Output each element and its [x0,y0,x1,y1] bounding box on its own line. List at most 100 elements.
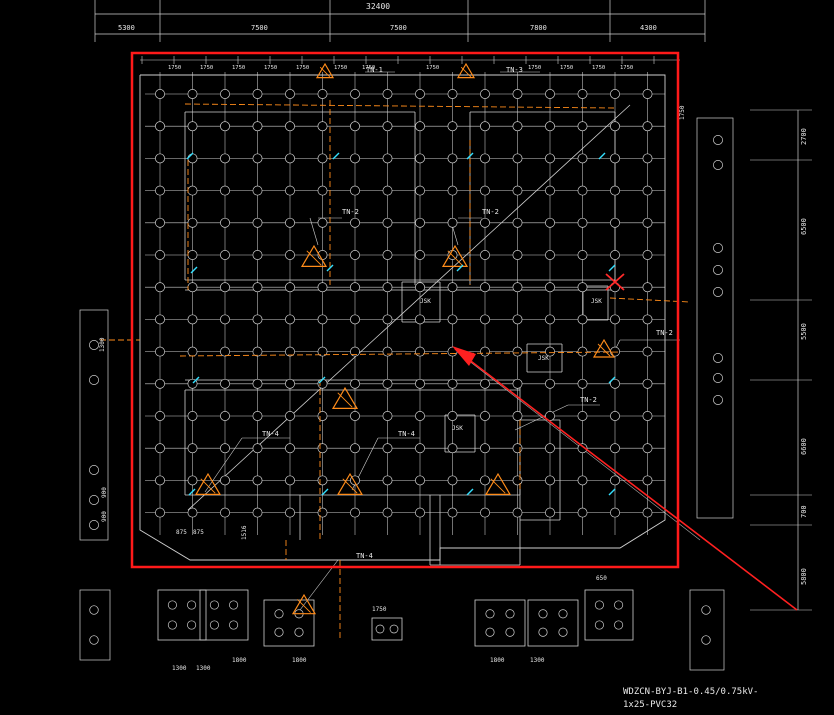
pile-circle [155,346,165,357]
pile-circle [89,495,99,505]
pile-cap [371,617,403,641]
equipment-box-label: JSK [591,298,602,305]
tn-marker-icon [456,62,476,79]
pile-circle [382,443,393,454]
right-span-dimension: 700 [800,505,808,518]
pile-circle [577,217,588,228]
pile-spacing-label: 1750 [592,65,605,71]
pile-circle [187,314,198,325]
tn-marker-icon [447,250,463,266]
pile-circle [642,507,653,518]
pile-circle [577,121,588,132]
pile-circle [350,378,360,389]
pile-circle [285,314,295,325]
pile-circle [642,443,653,454]
pile-circle [701,605,711,615]
bottom-dimension-label: 1750 [372,606,387,613]
top-total-dimension: 32400 [366,2,390,11]
pile-circle [382,314,393,325]
pile-circle [350,282,360,293]
pile-circle [713,395,723,405]
pile-circle [642,121,653,132]
pile-circle [187,411,198,421]
cyan-tick [318,376,326,384]
pile-spacing-label: 1750 [200,65,213,71]
callout-tn-2: TN-2 [342,208,359,216]
pile-circle [545,443,555,454]
pile-circle [610,378,620,389]
pile-cap [527,599,579,647]
pile-circle [285,411,295,421]
pile-circle [447,282,458,293]
pile-circle [415,217,425,228]
pile-circle [512,185,523,196]
pile-circle [713,135,723,145]
pile-circle [274,627,284,637]
pile-circle [577,314,588,325]
pile-circle [512,411,523,421]
callout-leader [309,217,319,246]
pile-circle [187,443,198,454]
pile-spacing-label: 1750 [296,65,309,71]
pile-circle [480,443,490,454]
pile-circle [545,282,555,293]
pile-circle [512,346,523,357]
pile-cap [263,599,315,647]
tn-marker-icon [291,593,317,615]
side-dimension-label: 1300 [99,337,106,352]
tn-marker-icon [331,386,359,409]
pile-circle [415,185,425,196]
pile-circle [285,121,295,132]
pile-circle [350,314,360,325]
pile-circle [274,609,284,619]
callout-tn-1: TN-1 [366,66,383,74]
cyan-tick [466,488,474,496]
pile-circle [512,378,523,389]
pile-circle [350,217,360,228]
pile-circle [229,620,239,630]
right-span-dimension: 5800 [800,568,808,585]
pile-circle [155,153,165,164]
pile-circle [187,121,198,132]
cyan-tick [321,488,329,496]
pile-circle [252,282,263,293]
pile-circle [317,217,328,228]
pile-circle [187,250,198,260]
tn-marker-icon [336,472,364,495]
annotation-arrow-shaft [454,348,798,611]
pile-spacing-label: 1750 [264,65,277,71]
tn-marker-icon [441,244,469,267]
tn-marker-icon [200,478,216,494]
side-dimension-label: 1750 [679,105,686,120]
pile-circle [610,507,620,518]
pile-circle [713,243,723,253]
pile-circle [594,600,604,610]
pile-circle [252,411,263,421]
pile-circle [545,153,555,164]
pile-circle [512,314,523,325]
pile-circle [220,475,230,486]
right-span-dimension: 5500 [800,323,808,340]
pile-circle [614,600,624,610]
callout-tn-2: TN-2 [482,208,499,216]
tn-marker-icon [342,478,358,494]
pile-cap [199,589,249,641]
pile-circle [252,121,263,132]
equipment-box-label: JSK [420,298,431,305]
pile-circle [187,185,198,196]
pile-circle [252,153,263,164]
pile-circle [317,314,328,325]
tn-marker-icon [194,472,222,495]
pile-circle [187,475,198,486]
pile-spacing-labels: 1750 1750 1750 1750 1750 1750 1750 1750 … [168,65,633,71]
pile-circle [512,121,523,132]
diagonal-leader [454,349,701,541]
bottom-dimension-label: 1800 [490,657,505,664]
pile-spacing-label: 1750 [168,65,181,71]
pile-circle [594,620,604,630]
pile-circle [642,250,653,260]
pile-circle [480,89,490,99]
equipment-box-label: JSK [452,425,463,432]
